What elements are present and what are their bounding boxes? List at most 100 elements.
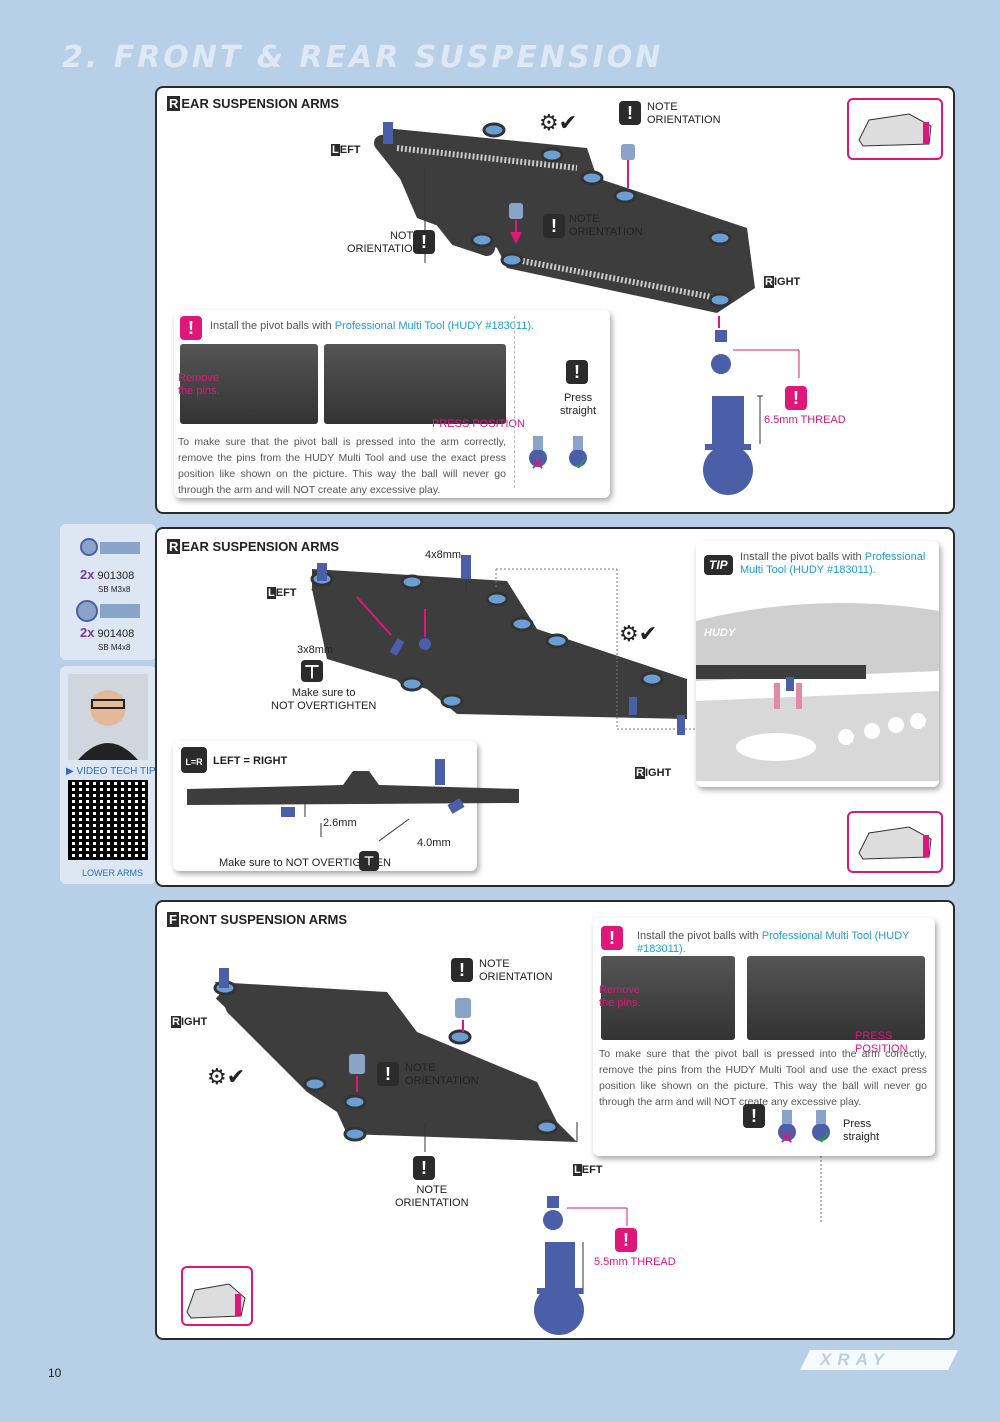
warning-icon: ! — [377, 1062, 399, 1086]
press-position-label: PRESS POSITION — [432, 418, 525, 430]
part-code: 901408 — [97, 628, 135, 640]
tip-box: ! Install the pivot balls with Professio… — [174, 310, 610, 498]
tool-link[interactable]: Professional Multi Tool (HUDY #183011). — [740, 551, 926, 576]
right-label: RIGHT — [764, 276, 800, 289]
divider — [514, 316, 515, 488]
setup-gear-icon: ⚙✔ — [539, 110, 578, 135]
video-tip-card[interactable]: ▶ VIDEO TECH TIP LOWER ARMS — [60, 666, 156, 884]
note-orientation-mid: NOTE ORIENTATION — [405, 1062, 479, 1087]
left-initial: L — [573, 1164, 582, 1176]
left-label: LEFT — [331, 144, 361, 157]
info-icon: ! — [601, 926, 623, 950]
right-text: IGHT — [773, 276, 801, 288]
video-label: LOWER ARMS — [82, 868, 144, 878]
svg-text:✕: ✕ — [530, 454, 545, 474]
tip-badge: TIP — [704, 555, 733, 575]
multi-tool-image-1 — [601, 956, 735, 1040]
part-2: 2x 901408 SB M4x8 — [80, 626, 134, 654]
overtighten-warning-2: Make sure to NOT OVERTIGHTEN — [219, 857, 391, 869]
screw-icon — [100, 604, 140, 618]
setup-gear-icon: ⚙✔ — [619, 621, 658, 646]
pivot-bushings — [470, 122, 732, 308]
arm-side-view — [187, 759, 519, 842]
tool-brand: HUDY — [704, 627, 736, 639]
car-rear-icon — [847, 811, 943, 873]
press-position-label: PRESS POSITION — [855, 1030, 908, 1055]
tip-intro: Install the pivot balls with — [210, 320, 335, 332]
warning-icon: ! — [543, 214, 565, 238]
dimension-label: 4.0mm — [417, 837, 451, 849]
part-code: 901308 — [97, 570, 135, 582]
note-orientation-left: NOTE ORIENTATION — [347, 230, 421, 255]
screwdriver-icon: ⊤ — [359, 851, 379, 871]
parts-bag: 2x 901308 SB M3x8 2x 901408 SB M4x8 — [60, 524, 156, 660]
multi-tool-image-1 — [180, 344, 318, 424]
tip-body: To make sure that the pivot ball is pres… — [178, 436, 506, 496]
left-label: LEFT — [573, 1164, 603, 1177]
tip-body: To make sure that the pivot ball is pres… — [599, 1048, 927, 1108]
right-initial: R — [171, 1016, 181, 1028]
thread-label: 5.5mm THREAD — [594, 1256, 676, 1268]
tip-intro: Install the pivot balls with — [637, 930, 762, 942]
presenter-photo — [68, 674, 148, 760]
note-orientation-mid: NOTE ORIENTATION — [569, 213, 643, 238]
car-front-icon — [847, 98, 943, 160]
svg-text:✕: ✕ — [779, 1128, 794, 1148]
left-text: EFT — [275, 587, 297, 599]
right-initial: R — [635, 767, 645, 779]
screw-icon — [100, 542, 140, 554]
qr-code[interactable] — [68, 780, 148, 860]
press-straight-label: Press straight — [843, 1118, 880, 1143]
tip-intro: Install the pivot balls with — [740, 551, 865, 563]
washer-icon — [76, 600, 98, 622]
right-label: RIGHT — [171, 1016, 207, 1029]
header-text: EAR SUSPENSION ARMS — [181, 539, 340, 554]
warning-icon: ! — [743, 1104, 765, 1128]
multi-tool-closeup: HUDY — [696, 591, 939, 781]
screwdriver-icon: ⊤ — [301, 660, 323, 682]
left-initial: L — [331, 144, 340, 156]
tool-link[interactable]: Professional Multi Tool (HUDY #183011). — [334, 320, 535, 332]
part-1: 2x 901308 SB M3x8 — [80, 568, 134, 596]
warning-icon: ! — [566, 360, 588, 384]
header-initial: R — [167, 539, 181, 554]
note-orientation-top: NOTE ORIENTATION — [647, 101, 721, 126]
warning-icon: ! — [413, 230, 435, 254]
video-tip-label: ▶ VIDEO TECH TIP — [66, 766, 156, 777]
screw-size-label: 3x8mm — [297, 644, 334, 656]
tip-box: ! Install the pivot balls with Professio… — [593, 918, 935, 1156]
tip-text: Install the pivot balls with Professiona… — [637, 930, 935, 956]
info-icon: ! — [615, 1228, 637, 1252]
note-orientation-top: NOTE ORIENTATION — [479, 958, 553, 983]
left-right-icon: L=R — [181, 747, 207, 773]
left-label: LEFT — [267, 587, 297, 600]
warning-icon: ! — [619, 101, 641, 125]
screw-size-label: 4x8mm — [425, 549, 462, 561]
tip-text: Install the pivot balls with Professiona… — [740, 551, 930, 577]
multi-tool-image-2 — [324, 344, 506, 424]
left-right-label: LEFT = RIGHT — [213, 755, 288, 767]
tip-box: TIP Install the pivot balls with Profess… — [696, 541, 939, 787]
car-front-icon — [181, 1266, 253, 1326]
remove-pins-label: Remove the pins. — [599, 984, 641, 1009]
header-text: RONT SUSPENSION ARMS — [179, 912, 348, 927]
part-desc: SB M4x8 — [98, 643, 131, 652]
xray-logo-text: XRAY — [820, 1350, 890, 1369]
setup-gear-icon: ⚙✔ — [207, 1064, 246, 1089]
left-initial: L — [267, 587, 276, 599]
pivot-ball-check-icons: ✕ ✓ — [778, 1110, 832, 1148]
right-initial: R — [764, 276, 774, 288]
header-text: EAR SUSPENSION ARMS — [181, 96, 340, 111]
rear-arm-illustration-2 — [310, 555, 697, 735]
tool-link[interactable]: Professional Multi Tool (HUDY #183011). — [637, 930, 910, 955]
warning-icon: ! — [413, 1156, 435, 1180]
info-icon: ! — [785, 386, 807, 410]
left-text: EFT — [339, 144, 361, 156]
press-straight-label: Press straight — [560, 392, 597, 417]
thread-label: 6.5mm THREAD — [764, 414, 846, 426]
washer-icon — [80, 538, 98, 556]
